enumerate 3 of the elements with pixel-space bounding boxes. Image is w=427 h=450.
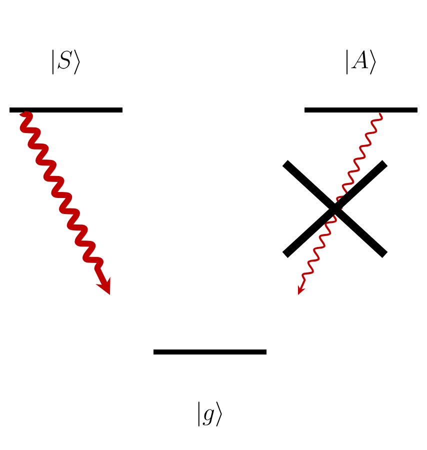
level-label: $|A\rangle$: [346, 50, 376, 74]
level-label: $|g\rangle$: [198, 402, 222, 426]
level-label: $|S\rangle$: [52, 50, 80, 74]
